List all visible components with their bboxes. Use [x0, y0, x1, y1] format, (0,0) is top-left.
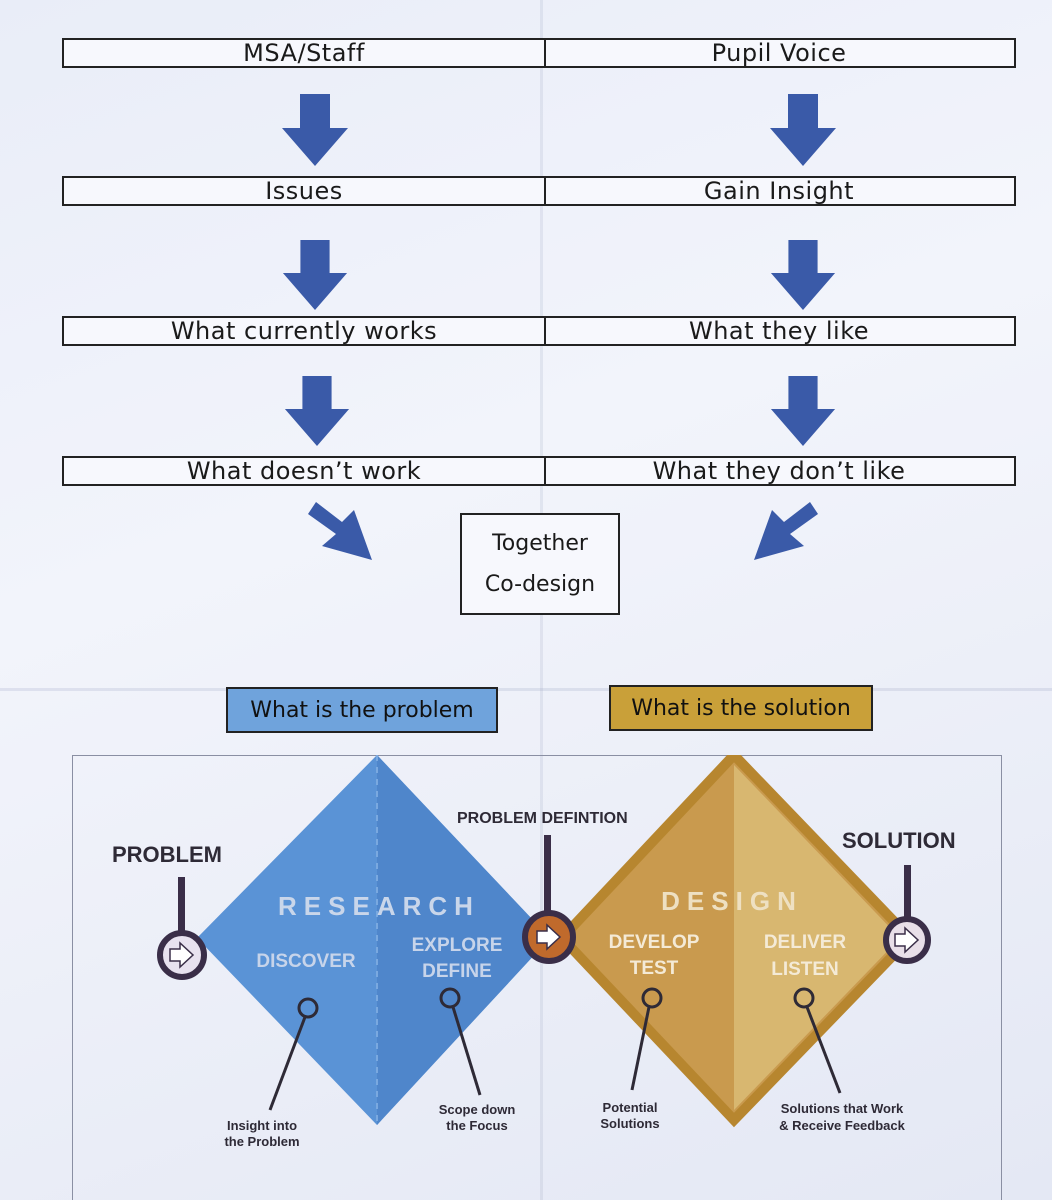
- co-design-label: Co-design: [484, 572, 596, 597]
- solution-heading: SOLUTION: [842, 828, 956, 853]
- discover-label: DISCOVER: [256, 951, 356, 972]
- design-heading: DESIGN: [661, 886, 803, 916]
- double-diamond-diagram: PROBLEM PROBLEM DEFINTION SOLUTION RESEA…: [112, 755, 956, 1149]
- definition-node-arrow-icon: [522, 910, 576, 964]
- issues-label: Issues: [265, 177, 343, 205]
- solution-node-arrow-icon: [883, 916, 931, 964]
- down-arrow-icon: [282, 240, 348, 310]
- test-label: TEST: [630, 958, 679, 979]
- research-diamond-right-half: [377, 755, 550, 1125]
- what-they-like-label: What they like: [688, 317, 870, 345]
- together-co-design-box: Together Co-design: [460, 513, 620, 615]
- deliver-label: DELIVER: [764, 932, 847, 953]
- double-diamond-frame: [72, 755, 1002, 1200]
- what-currently-works-label: What currently works: [170, 317, 438, 345]
- research-heading: RESEARCH: [278, 891, 480, 921]
- define-label: DEFINE: [422, 961, 492, 982]
- solutions-note-line2: & Receive Feedback: [779, 1118, 906, 1133]
- paper-fold-horizontal: [0, 688, 1052, 691]
- row-msa-pupil: MSA/Staff Pupil Voice: [62, 38, 1016, 68]
- potential-note-line1: Potential: [603, 1100, 658, 1115]
- solutions-note-line1: Solutions that Work: [781, 1101, 904, 1116]
- down-arrow-icon: [282, 94, 348, 166]
- what-is-the-problem-box: What is the problem: [226, 687, 498, 733]
- develop-pointer: [641, 987, 663, 1009]
- down-arrow-icon: [770, 94, 836, 166]
- deliver-pointer: [793, 987, 815, 1009]
- down-arrow-icon: [770, 240, 836, 310]
- diagonal-arrow-left-icon: [754, 502, 818, 560]
- scope-note-line1: Scope down: [439, 1102, 516, 1117]
- scope-note-line2: the Focus: [446, 1118, 507, 1133]
- discover-pointer: [297, 997, 319, 1019]
- row-what-doesnt-work: What doesn’t work What they don’t like: [62, 456, 1016, 486]
- gain-insight-label: Gain Insight: [703, 177, 855, 205]
- down-arrow-icon: [284, 376, 350, 446]
- row-issues-insight: Issues Gain Insight: [62, 176, 1016, 206]
- problem-node-arrow-icon: [157, 930, 207, 980]
- insight-note-line1: Insight into: [227, 1118, 297, 1133]
- develop-label: DEVELOP: [609, 932, 700, 953]
- define-pointer: [439, 987, 461, 1009]
- what-doesnt-work-label: What doesn’t work: [186, 457, 422, 485]
- pupil-voice-label: Pupil Voice: [711, 39, 847, 67]
- row-what-works: What currently works What they like: [62, 316, 1016, 346]
- what-they-dont-like-label: What they don’t like: [652, 457, 906, 485]
- problem-definition-heading: PROBLEM DEFINTION: [457, 810, 628, 827]
- msa-staff-label: MSA/Staff: [243, 39, 365, 67]
- explore-label: EXPLORE: [412, 935, 503, 956]
- diagonal-arrow-right-icon: [308, 502, 372, 560]
- design-diamond-right-half: [734, 765, 900, 1110]
- listen-label: LISTEN: [771, 959, 839, 980]
- down-arrow-icon: [770, 376, 836, 446]
- problem-heading: PROBLEM: [112, 842, 222, 867]
- insight-note-line2: the Problem: [224, 1134, 299, 1149]
- together-label: Together: [492, 531, 588, 556]
- what-is-the-solution-box: What is the solution: [609, 685, 873, 731]
- potential-note-line2: Solutions: [600, 1116, 659, 1131]
